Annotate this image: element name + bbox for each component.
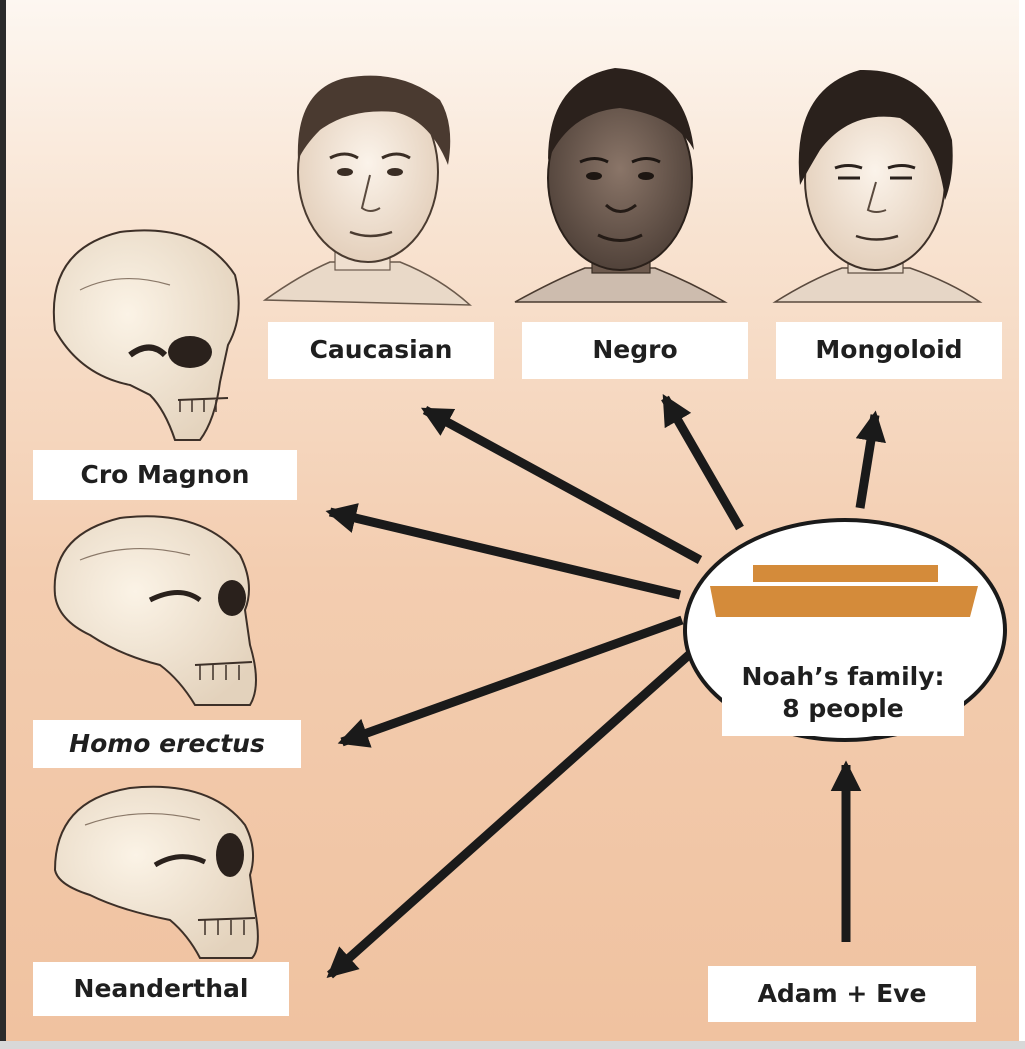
arrow-to-homo-erectus: [342, 620, 682, 742]
homo-erectus-skull-illustration: [55, 516, 256, 705]
noahs-family-line1: Noah’s family:: [741, 661, 944, 694]
negro-face-illustration: [515, 68, 725, 302]
caucasian-face-illustration: [265, 76, 470, 305]
homo-erectus-label: Homo erectus: [33, 720, 301, 768]
neanderthal-skull-illustration: [55, 787, 258, 958]
arrow-to-neanderthal: [330, 645, 700, 975]
mongoloid-face-illustration: [775, 70, 980, 302]
noahs-family-label: Noah’s family: 8 people: [722, 650, 964, 736]
arrow-to-mongoloid: [860, 415, 875, 508]
arrow-to-caucasian: [425, 410, 700, 560]
negro-label: Negro: [522, 322, 748, 379]
bottom-edge-strip: [0, 1041, 1025, 1049]
mongoloid-label: Mongoloid: [776, 322, 1002, 379]
neanderthal-label: Neanderthal: [33, 962, 289, 1016]
arrow-to-negro: [665, 398, 740, 528]
cro-magnon-skull-illustration: [54, 230, 239, 440]
cro-magnon-label: Cro Magnon: [33, 450, 297, 500]
caucasian-label: Caucasian: [268, 322, 494, 379]
noahs-family-line2: 8 people: [782, 693, 904, 726]
adam-eve-label: Adam + Eve: [708, 966, 976, 1022]
